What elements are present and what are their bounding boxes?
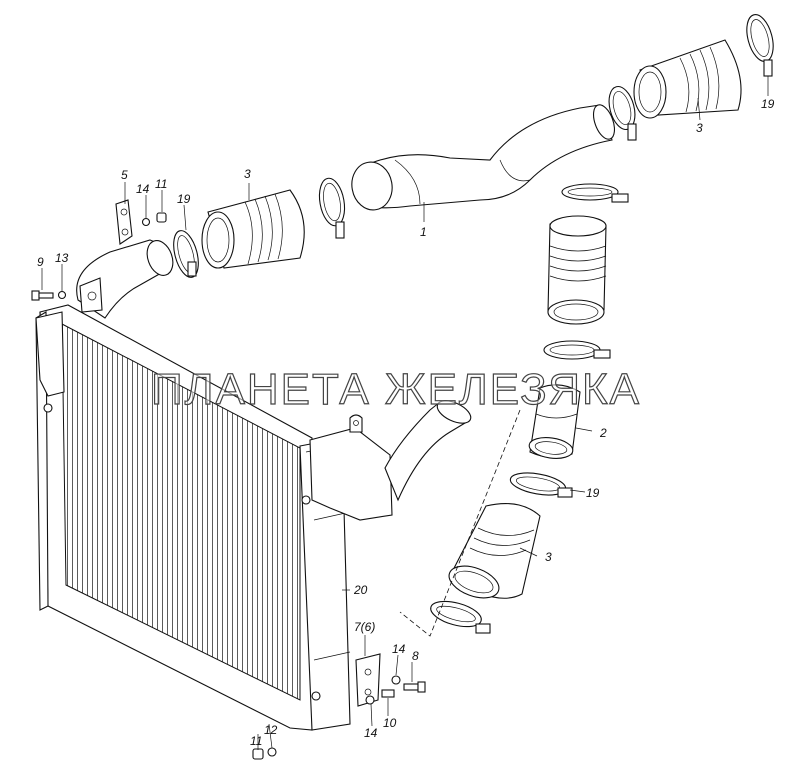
- intercooler-core: [35, 304, 393, 731]
- bolt-8: [403, 681, 426, 693]
- leader-lines: [41, 76, 769, 750]
- callout-10: 10: [383, 716, 397, 730]
- bracket-5: [115, 199, 133, 245]
- washer-14-right: [391, 675, 401, 685]
- callout-12: 12: [264, 723, 278, 737]
- callout-3-top-left: 3: [244, 167, 251, 181]
- main-air-pipe: [351, 104, 616, 211]
- bolt-9: [31, 290, 54, 301]
- washer-13: [57, 290, 67, 300]
- clamp-19-left: [173, 230, 199, 278]
- callout-8: 8: [412, 649, 419, 663]
- watermark: ПЛАНЕТА ЖЕЛЕЗЯКА: [151, 365, 641, 414]
- callout-14-right: 14: [392, 642, 406, 656]
- callout-11-top: 11: [155, 177, 167, 191]
- clamp-19-middle: [509, 472, 573, 498]
- intercooler-inlet-pipe: [76, 239, 174, 319]
- assembly-guide-line: [399, 409, 521, 637]
- hose-3-top-left: [201, 189, 305, 269]
- hose-2: [528, 384, 581, 459]
- callout-14-top: 14: [136, 182, 150, 196]
- bracket-7: [355, 653, 381, 707]
- nut-11-bottom: [252, 748, 264, 760]
- callout-9: 9: [37, 255, 44, 269]
- callout-2: 2: [599, 426, 607, 440]
- clamp-vertical-top: [561, 183, 629, 203]
- callout-1: 1: [420, 225, 427, 239]
- clamp-between-hose-and-pipe: [318, 177, 346, 239]
- washer-14-bottom: [365, 695, 375, 705]
- washer-14-top: [141, 217, 151, 227]
- hose-3-lower: [448, 503, 541, 599]
- callout-19-middle: 19: [586, 486, 600, 500]
- hose-3-top-right: [633, 39, 742, 119]
- nut-11-top: [156, 212, 167, 223]
- intercooler-outlet-pipe: [384, 400, 472, 502]
- clamp-vertical-bottom: [543, 340, 611, 360]
- clamp-lower: [430, 600, 491, 634]
- callout-11-bottom: 11: [250, 734, 262, 748]
- callout-19-left: 19: [177, 192, 191, 206]
- clamp-19-top-right: [746, 14, 774, 77]
- callout-13: 13: [55, 251, 69, 265]
- bolt-10: [381, 689, 395, 698]
- callout-14-bottom: 14: [364, 726, 378, 740]
- washer-12: [267, 747, 277, 757]
- callout-3-top-right: 3: [696, 121, 703, 135]
- callout-19-top-right: 19: [761, 97, 775, 111]
- hose-3-vertical: [547, 215, 607, 325]
- callout-labels: 1 2 3 3 3 5 7(6) 8 9 10 11 11 12 13 14 1…: [37, 97, 775, 748]
- clamp-pipe-right: [608, 85, 637, 141]
- callout-3-lower: 3: [545, 550, 552, 564]
- callout-20: 20: [353, 583, 368, 597]
- callout-7-6: 7(6): [354, 620, 375, 634]
- callout-5: 5: [121, 168, 128, 182]
